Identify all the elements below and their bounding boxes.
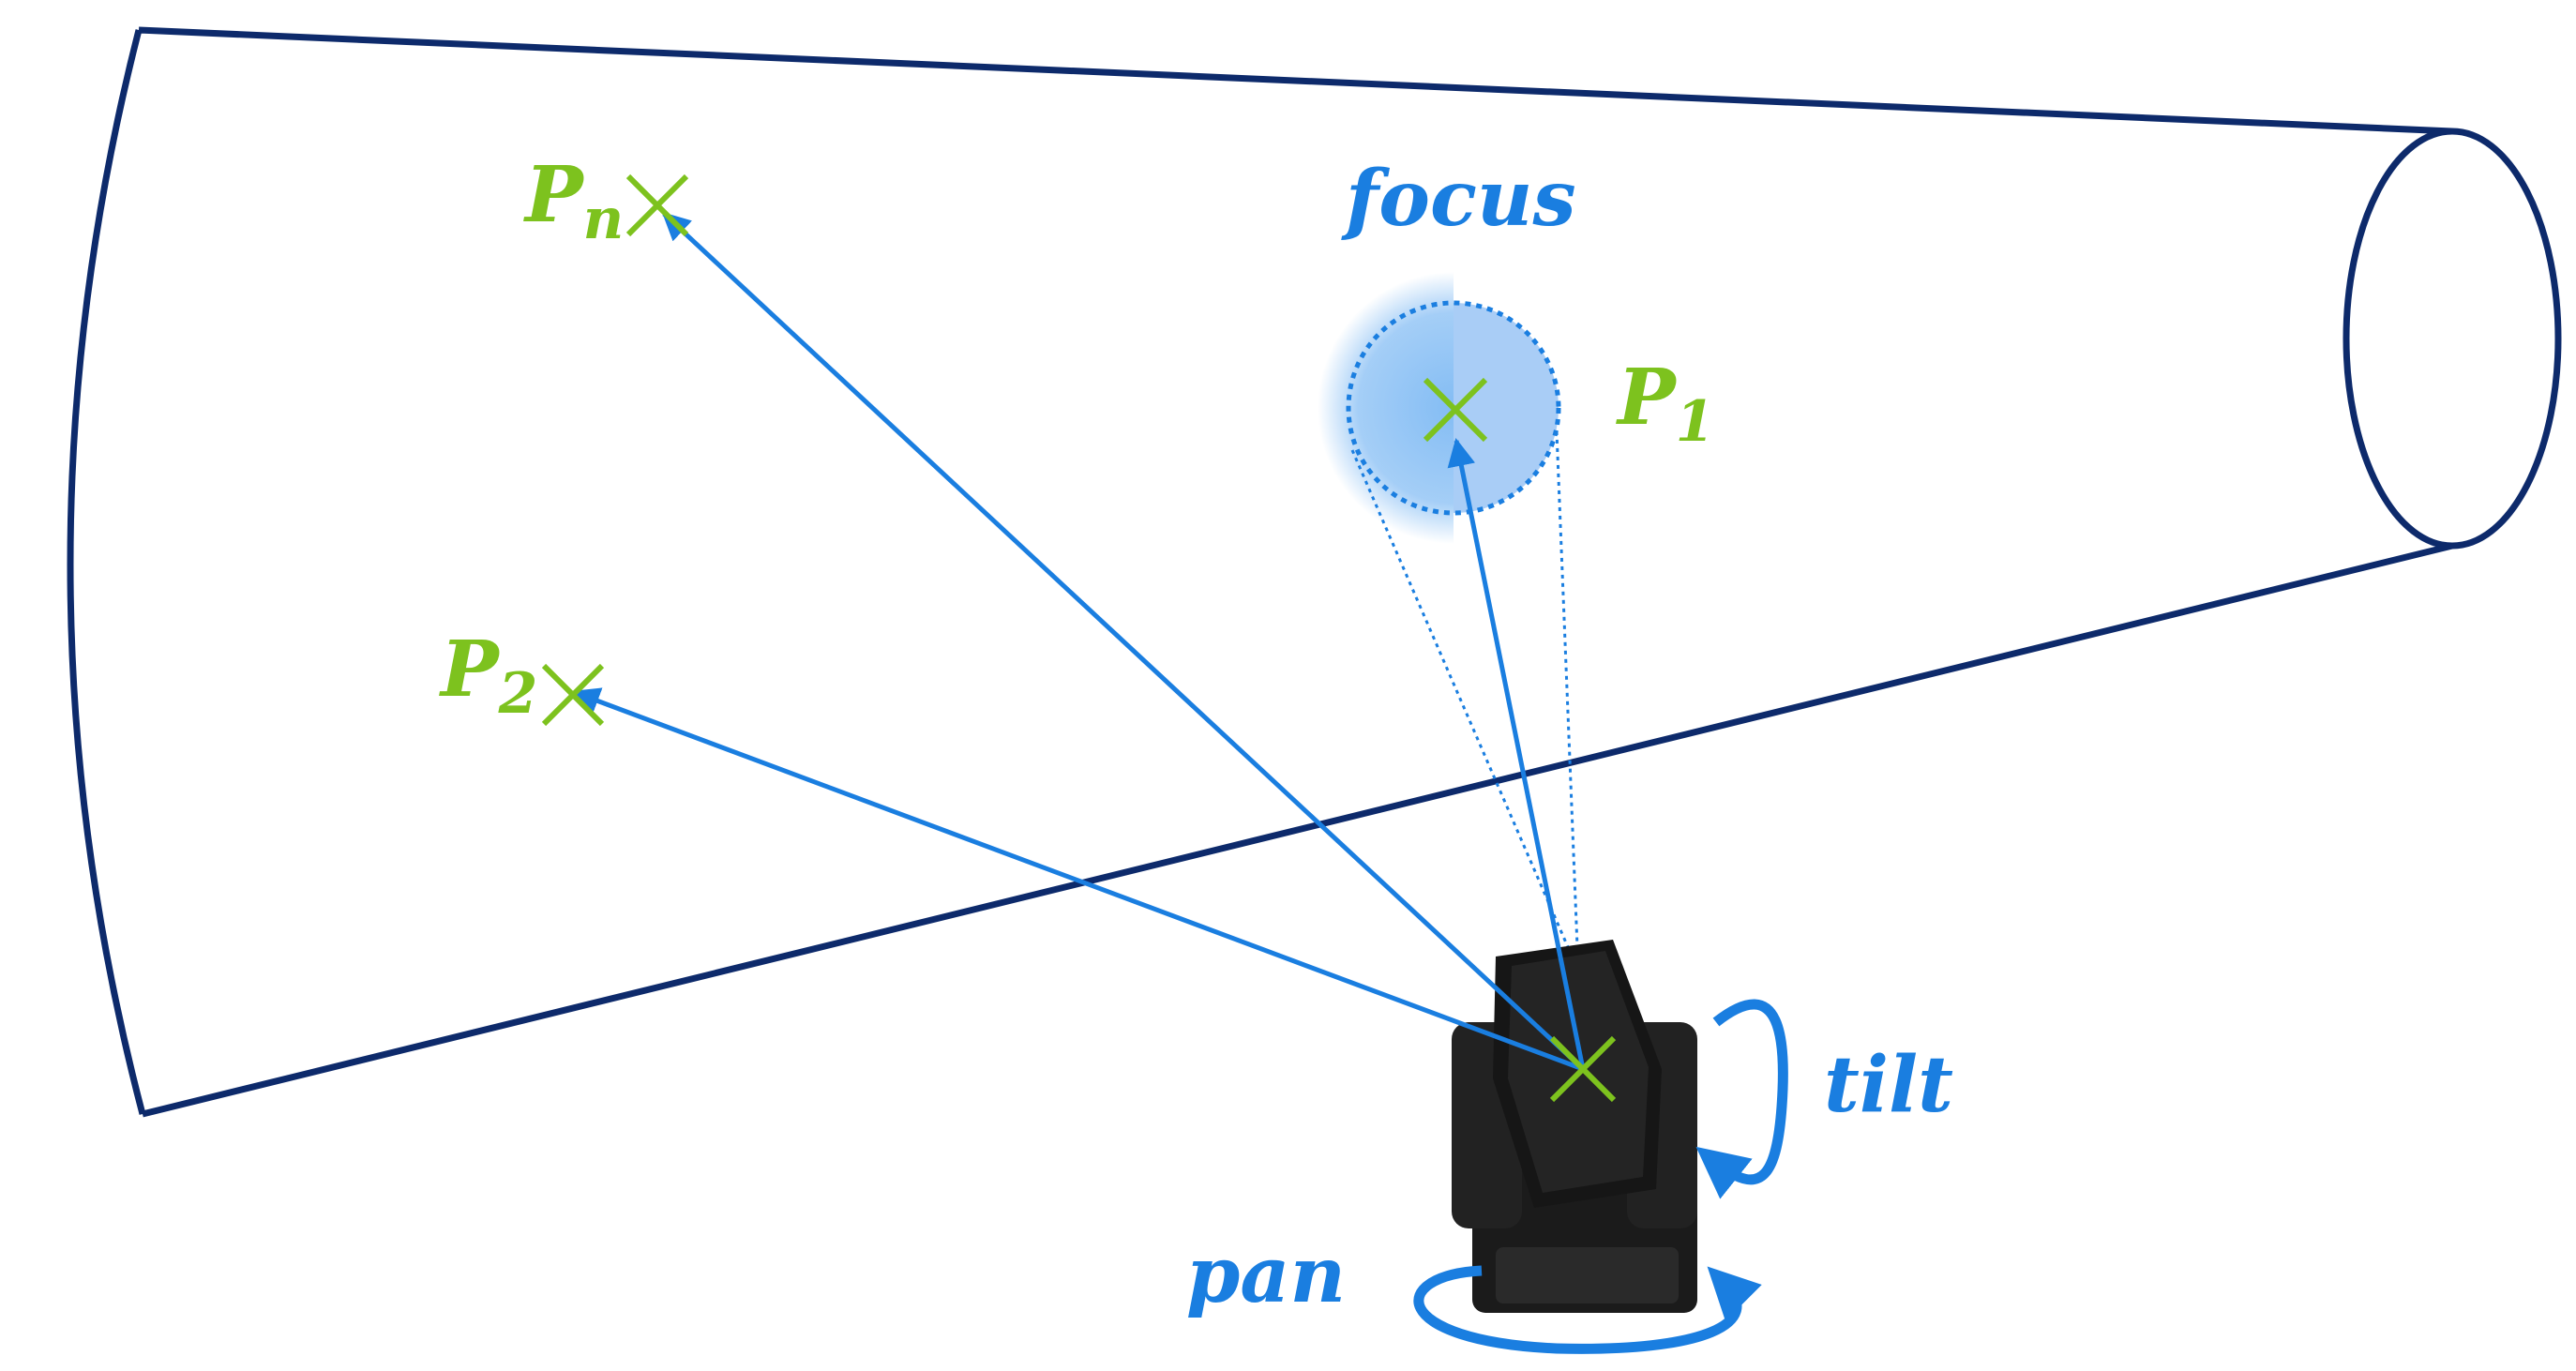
beam-cone: [67, 26, 2562, 1118]
focus-spot: [1318, 272, 1561, 544]
focus-beam-lines: [1350, 430, 1579, 948]
fixture-base-panel: [1496, 1247, 1679, 1303]
pan-ellipse-arc: [1413, 1265, 1762, 1354]
target-markers: [541, 173, 1617, 1103]
focus-label: focus: [1341, 154, 1576, 244]
ray-to-p2: [571, 687, 1584, 1072]
point-subscript: 1: [1676, 389, 1715, 455]
beam-line-left: [1350, 449, 1570, 948]
cone-outline: [67, 26, 2453, 1118]
focus-right-half: [1454, 303, 1559, 513]
target-cross-icon: [541, 663, 605, 727]
point-subscript: n: [583, 187, 625, 252]
tilt-arrow-icon: [1695, 999, 1788, 1199]
focus-glow: [1318, 272, 1454, 544]
target-cross-icon: [625, 173, 689, 237]
target-cross-icon: [1549, 1035, 1617, 1103]
moving-head-light-icon: [1452, 940, 1697, 1313]
tilt-label: tilt: [1824, 1040, 1953, 1130]
point-letter: P: [1616, 353, 1678, 443]
ray-to-p1: [1447, 438, 1586, 1070]
point-label-p1: P1: [1616, 353, 1714, 455]
point-letter: P: [439, 625, 501, 715]
point-letter: P: [523, 150, 585, 240]
point-label-p2: P2: [439, 625, 537, 727]
point-subscript: 2: [498, 661, 538, 727]
focus-dotted-ring: [1346, 300, 1561, 516]
beam-line-right: [1555, 430, 1579, 948]
point-label-pn: Pn: [523, 150, 624, 252]
pan-arrow-icon: [1413, 1265, 1762, 1354]
ray-to-pn: [661, 211, 1585, 1071]
cone-end-ellipse: [2343, 128, 2562, 550]
target-cross-icon: [1423, 377, 1488, 443]
tilt-arc: [1695, 999, 1788, 1199]
target-rays: [571, 211, 1586, 1072]
pan-label: pan: [1186, 1230, 1346, 1320]
